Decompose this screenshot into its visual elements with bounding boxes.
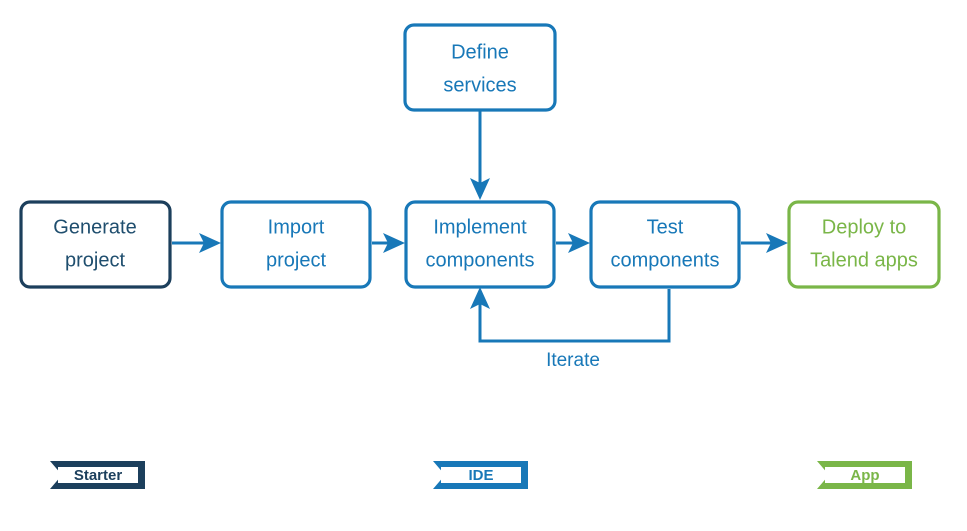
edge-define-to-implement	[470, 110, 490, 200]
node-test-components-label-line1: Test	[647, 216, 684, 238]
ribbon-ide-label: IDE	[468, 467, 493, 484]
edge-iterate-arrowhead	[470, 287, 490, 309]
node-deploy-to-talend-apps[interactable]: Deploy to Talend apps	[787, 200, 941, 289]
node-deploy-to-talend-apps-label-line1: Deploy to	[822, 216, 907, 238]
node-define-services-box[interactable]	[403, 23, 557, 112]
node-import-project[interactable]: Import project	[220, 200, 372, 289]
ribbon-ide[interactable]: IDE	[433, 461, 528, 489]
ribbon-app[interactable]: App	[817, 461, 912, 489]
edge-implement-to-test	[556, 233, 590, 253]
ribbon-starter[interactable]: Starter	[50, 461, 145, 489]
node-define-services-label-line2: services	[443, 74, 516, 96]
node-test-components-box[interactable]	[589, 200, 741, 289]
edge-import-to-implement-arrowhead	[383, 233, 405, 253]
ribbon-app-shape-right	[900, 461, 912, 489]
iterate-label: Iterate	[546, 350, 600, 371]
edge-generate-to-import-arrowhead	[199, 233, 221, 253]
node-define-services-label-line1: Define	[451, 41, 509, 63]
ribbon-ide-shape-right	[516, 461, 528, 489]
ribbon-layer: Starter IDE App	[50, 461, 912, 489]
edge-label-layer: Iterate	[546, 350, 600, 371]
ribbon-ide-inner-band	[441, 467, 521, 483]
node-implement-components-label-line1: Implement	[433, 216, 527, 238]
node-generate-project[interactable]: Generate project	[19, 200, 172, 289]
node-layer: Define services Generate project Import …	[19, 23, 941, 289]
ribbon-app-inner-band	[825, 467, 905, 483]
edge-test-to-deploy-arrowhead	[766, 233, 788, 253]
node-generate-project-label-line1: Generate	[53, 216, 136, 238]
edge-implement-to-test-arrowhead	[568, 233, 590, 253]
node-deploy-to-talend-apps-label-line2: Talend apps	[810, 249, 918, 271]
node-generate-project-label-line2: project	[65, 249, 125, 271]
node-test-components-label-line2: components	[611, 249, 720, 271]
node-import-project-label-line1: Import	[268, 216, 325, 238]
node-import-project-box[interactable]	[220, 200, 372, 289]
node-import-project-label-line2: project	[266, 249, 326, 271]
edge-test-to-implement-iterate	[470, 287, 671, 343]
ribbon-starter-inner-band	[58, 467, 138, 483]
edge-iterate-path	[478, 289, 671, 343]
node-test-components[interactable]: Test components	[589, 200, 741, 289]
ribbon-starter-label: Starter	[74, 467, 123, 484]
node-implement-components[interactable]: Implement components	[404, 200, 556, 289]
node-implement-components-label-line2: components	[426, 249, 535, 271]
ribbon-app-label: App	[850, 467, 879, 484]
node-define-services[interactable]: Define services	[403, 23, 557, 112]
node-generate-project-box[interactable]	[19, 200, 172, 289]
edge-test-to-deploy	[741, 233, 788, 253]
edge-layer	[172, 110, 788, 343]
node-deploy-to-talend-apps-box[interactable]	[787, 200, 941, 289]
edge-define-to-implement-arrowhead	[470, 178, 490, 200]
node-implement-components-box[interactable]	[404, 200, 556, 289]
ribbon-starter-shape-right	[133, 461, 145, 489]
edge-import-to-implement	[372, 233, 405, 253]
edge-generate-to-import	[172, 233, 221, 253]
